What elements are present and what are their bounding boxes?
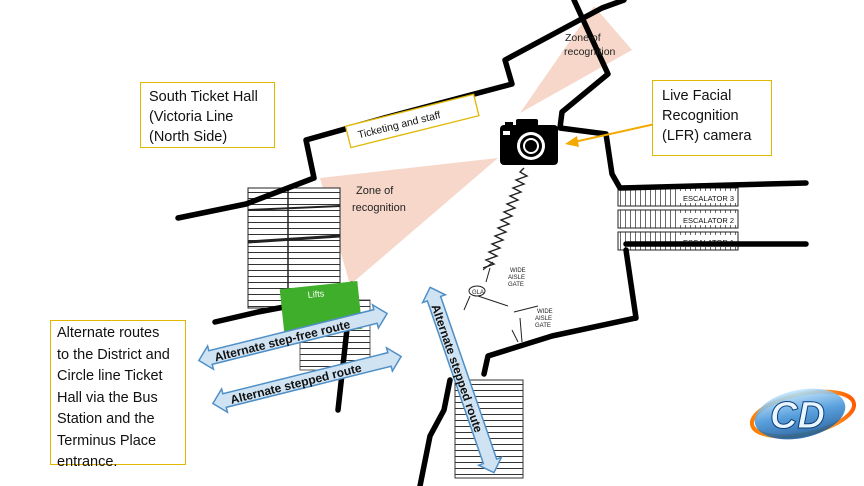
zone-left-label-2: recognition bbox=[352, 202, 406, 214]
lfr-camera-label: Live Facial Recognition (LFR) camera bbox=[652, 80, 772, 156]
escalator-3-label: ESCALATOR 3 bbox=[683, 194, 734, 203]
svg-text:AISLE: AISLE bbox=[508, 275, 525, 281]
wide-aisle-gate-label-1: WIDE AISLE GATE bbox=[508, 268, 526, 288]
zone-of-recognition-top bbox=[520, 6, 632, 113]
zone-of-recognition-left bbox=[320, 158, 498, 285]
svg-text:GATE: GATE bbox=[508, 282, 524, 288]
gla-label: GLA bbox=[472, 290, 484, 296]
svg-text:CD: CD bbox=[770, 395, 825, 437]
svg-text:WIDE: WIDE bbox=[510, 268, 526, 274]
svg-text:WIDE: WIDE bbox=[537, 309, 553, 315]
pointer-arrow-icon bbox=[565, 123, 656, 147]
ticketing-box: Ticketing and staff bbox=[344, 93, 480, 149]
wide-aisle-gate-label-2: WIDE AISLE GATE bbox=[535, 309, 553, 329]
zone-left-label-1: Zone of bbox=[356, 185, 394, 197]
south-ticket-hall-label: South Ticket Hall (Victoria Line (North … bbox=[140, 82, 275, 148]
svg-text:AISLE: AISLE bbox=[535, 316, 552, 322]
zone-top-label-1: Zone of bbox=[565, 32, 601, 44]
svg-text:GATE: GATE bbox=[535, 323, 551, 329]
escalator-2-label: ESCALATOR 2 bbox=[683, 216, 734, 225]
cd-logo: CD bbox=[749, 388, 857, 440]
zone-top-label-2: recognition bbox=[564, 46, 616, 58]
escalators: ESCALATOR 3 ESCALATOR 2 ESCALATOR 1 bbox=[617, 187, 739, 251]
wide-aisle-gates bbox=[463, 261, 539, 343]
alternate-routes-label: Alternate routes to the District and Cir… bbox=[50, 320, 186, 470]
lifts-label: Lifts bbox=[307, 288, 325, 300]
gate-line bbox=[482, 167, 529, 269]
camera-icon bbox=[500, 119, 558, 165]
